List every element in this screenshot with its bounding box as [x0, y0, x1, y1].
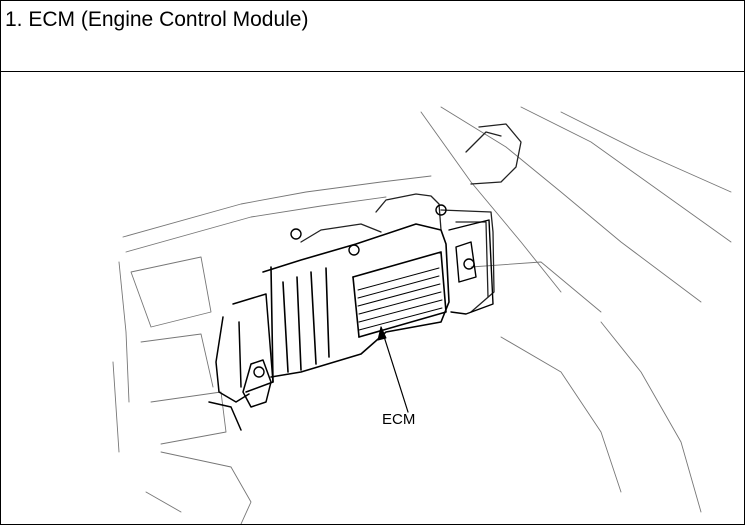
mounting-bracket — [300, 123, 522, 313]
figure-area: ECM — [1, 72, 744, 524]
body-panel — [112, 106, 732, 524]
title-row: 1. ECM (Engine Control Module) — [1, 1, 744, 72]
ecm-housing — [262, 223, 450, 383]
ecm-callout-label: ECM — [382, 411, 416, 428]
ecm-illustration — [112, 106, 732, 524]
bolt-heads — [253, 204, 475, 378]
cooling-fins — [357, 267, 443, 331]
side-plate — [448, 219, 494, 315]
callout-leader — [377, 326, 409, 413]
page-title: 1. ECM (Engine Control Module) — [5, 8, 309, 31]
ecm-connector — [208, 293, 274, 431]
